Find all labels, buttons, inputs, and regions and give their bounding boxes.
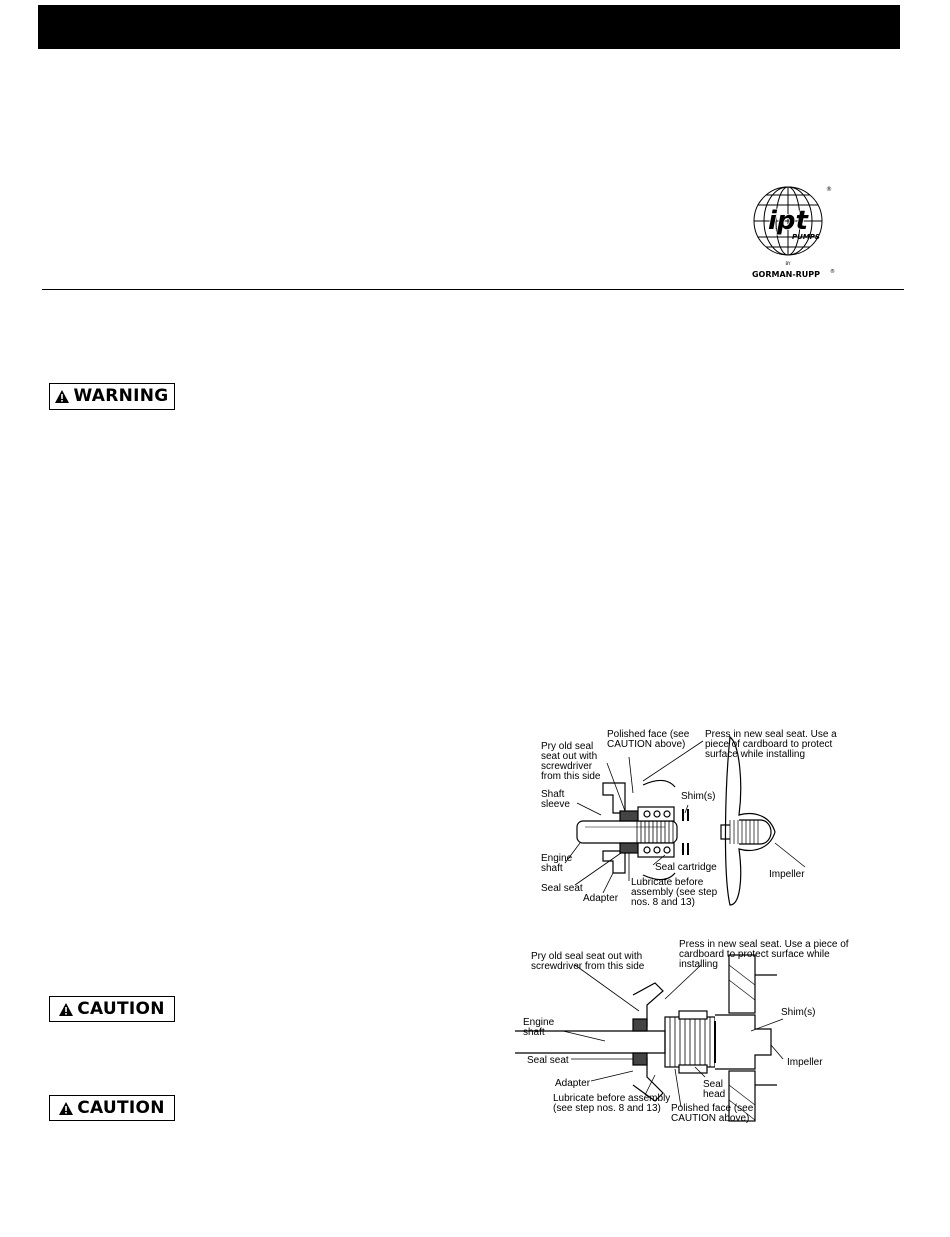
- warning-badge: WARNING: [49, 383, 175, 410]
- svg-text:Seal seat: Seal seat: [541, 883, 583, 894]
- header-rule: [42, 289, 904, 290]
- svg-text:Impeller: Impeller: [787, 1057, 823, 1068]
- header-bar: [38, 5, 900, 49]
- logo-sub: PUMPS: [792, 233, 820, 241]
- svg-text:Shim(s): Shim(s): [781, 1007, 815, 1018]
- svg-text:Seal seat: Seal seat: [527, 1055, 569, 1066]
- logo-maker-reg: ®: [830, 268, 835, 275]
- logo-brand: ipt: [768, 206, 810, 236]
- svg-text:Shim(s): Shim(s): [681, 791, 715, 802]
- svg-text:Adapter: Adapter: [555, 1078, 591, 1089]
- caution-label: CAUTION: [77, 1097, 165, 1118]
- logo-reg-mark: ®: [826, 186, 832, 193]
- warning-triangle-icon: [55, 390, 70, 403]
- logo-by: BY: [786, 261, 792, 266]
- svg-text:Adapter: Adapter: [583, 893, 619, 904]
- caution-label: CAUTION: [77, 998, 165, 1019]
- warning-triangle-icon: [59, 1101, 74, 1115]
- globe-icon: [753, 186, 823, 256]
- svg-text:Seal cartridge: Seal cartridge: [655, 862, 717, 873]
- svg-text:Press in new seal seat. Use a: Press in new seal seat. Use a piece ofca…: [679, 939, 849, 970]
- caution-badge: CAUTION: [49, 996, 175, 1022]
- ipt-pumps-logo: ipt PUMPS ® BY GORMAN-RUPP ®: [752, 186, 835, 279]
- caution-badge: CAUTION: [49, 1095, 175, 1121]
- logo-maker: GORMAN-RUPP: [752, 270, 820, 279]
- warning-label: WARNING: [73, 386, 169, 406]
- warning-triangle-icon: [59, 1002, 74, 1016]
- svg-text:Impeller: Impeller: [769, 869, 805, 880]
- svg-text:Lubricate before assembly(see: Lubricate before assembly(see step nos. …: [553, 1093, 670, 1114]
